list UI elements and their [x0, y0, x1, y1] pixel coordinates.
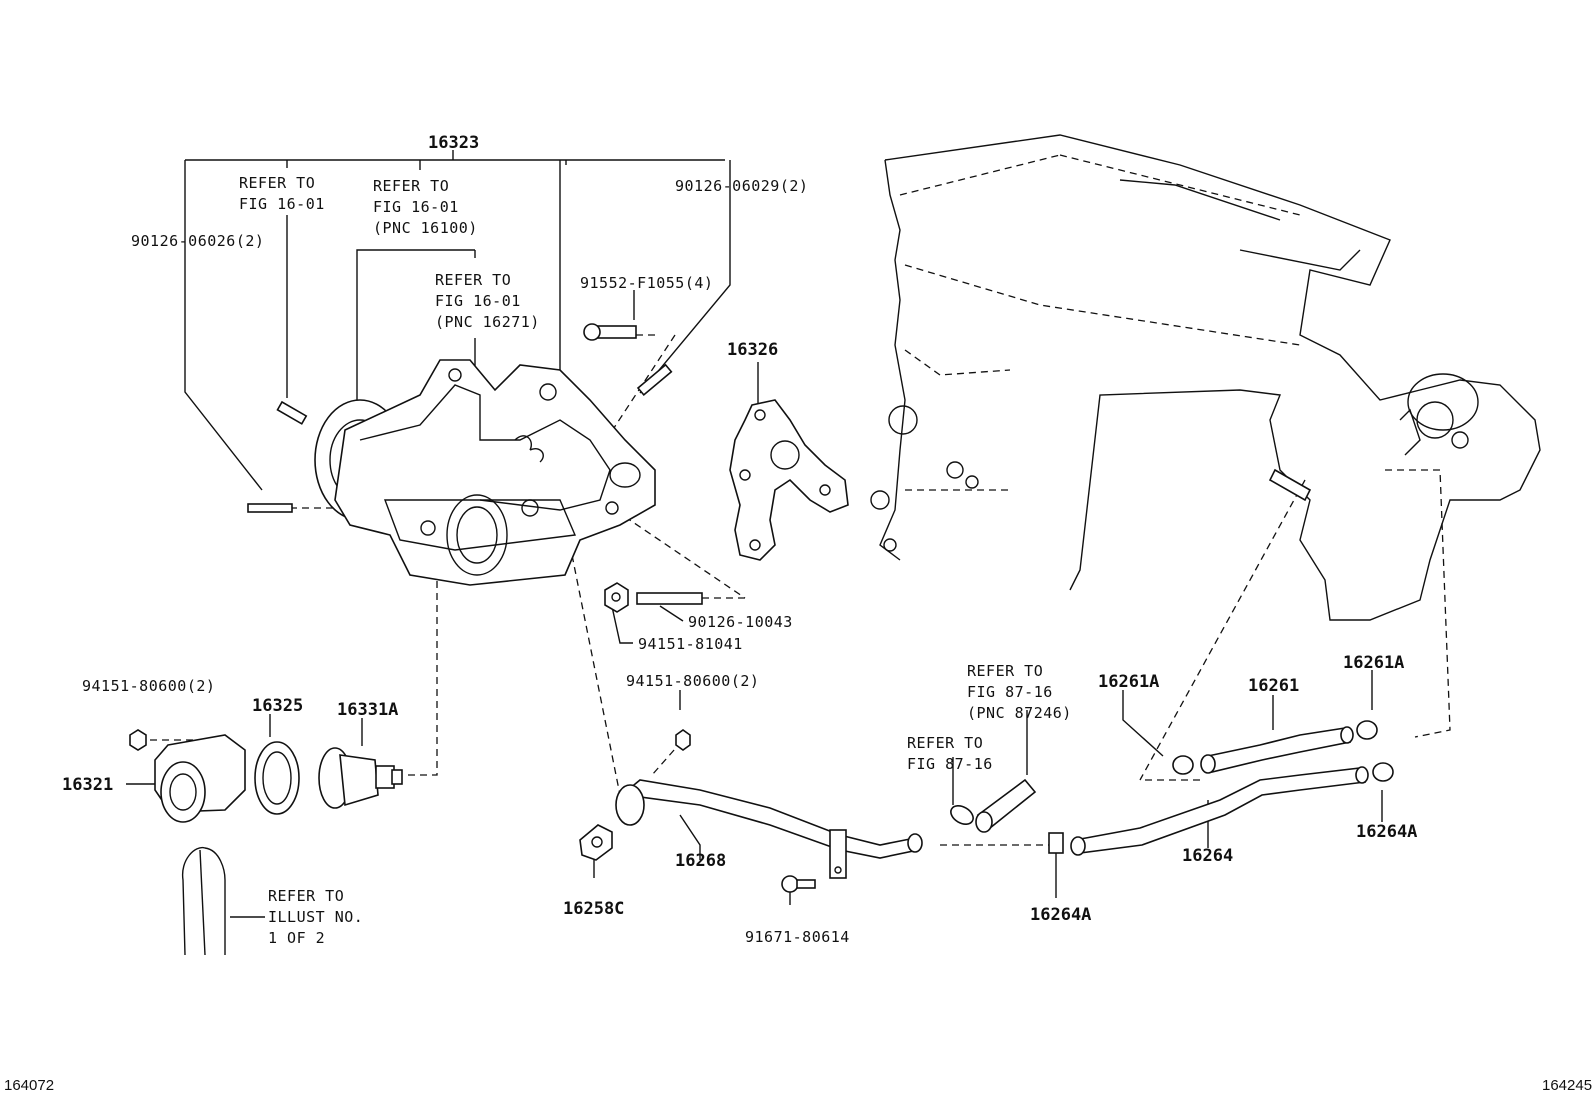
bolts-upper — [247, 323, 673, 513]
label-16264: 16264 — [1182, 846, 1233, 866]
label-refer-b-1: REFER TO — [373, 177, 449, 195]
thermostat-16331A — [318, 747, 403, 809]
gasket-16325 — [254, 741, 300, 815]
pipe-16268 — [615, 729, 923, 879]
hose-16264 — [1070, 766, 1369, 856]
label-16261: 16261 — [1248, 676, 1299, 696]
clamp-fig87 — [950, 805, 974, 825]
label-90126-10043: 90126-10043 — [688, 613, 793, 631]
water-inlet-16321 — [129, 729, 246, 823]
hose-87246 — [975, 778, 1037, 833]
label-refer-d-3: (PNC 87246) — [967, 704, 1072, 722]
label-94151-80600-mid: 94151-80600(2) — [626, 672, 759, 690]
engine-block — [870, 134, 1541, 621]
label-16264A-bottom: 16264A — [1030, 905, 1091, 925]
footer-codes: 164072 164245 — [4, 1077, 1592, 1094]
hose-16261 — [1200, 726, 1354, 774]
label-refer-b-3: (PNC 16100) — [373, 219, 478, 237]
label-refer-illust-1: REFER TO — [268, 887, 344, 905]
label-16258C: 16258C — [563, 899, 624, 919]
stud-and-nut — [604, 582, 703, 613]
gasket-16326 — [729, 399, 849, 561]
label-94151-80600-left: 94151-80600(2) — [82, 677, 215, 695]
label-refer-b-2: FIG 16-01 — [373, 198, 459, 216]
leader-lines — [126, 215, 1383, 918]
label-94151-81041: 94151-81041 — [638, 635, 743, 653]
label-refer-d-2: FIG 87-16 — [967, 683, 1053, 701]
label-16321: 16321 — [62, 775, 113, 795]
bolt-91671 — [781, 875, 816, 893]
label-refer-d-1: REFER TO — [967, 662, 1043, 680]
label-16323: 16323 — [428, 133, 479, 153]
label-16268: 16268 — [675, 851, 726, 871]
footer-left-code: 164072 — [4, 1077, 54, 1094]
label-91671-80614: 91671-80614 — [745, 928, 850, 946]
label-16261A-right: 16261A — [1343, 653, 1404, 673]
label-90126-06026: 90126-06026(2) — [131, 232, 264, 250]
water-pump-assembly — [314, 359, 656, 586]
label-refer-e-1: REFER TO — [907, 734, 983, 752]
gasket-16258C — [579, 824, 613, 861]
footer-right-code: 164245 — [1542, 1077, 1592, 1094]
label-16261A-left: 16261A — [1098, 672, 1159, 692]
label-refer-e-2: FIG 87-16 — [907, 755, 993, 773]
label-refer-c-3: (PNC 16271) — [435, 313, 540, 331]
label-refer-a-2: FIG 16-01 — [239, 195, 325, 213]
label-16325: 16325 — [252, 696, 303, 716]
label-90126-06029: 90126-06029(2) — [675, 177, 808, 195]
clamps-16264A — [1048, 762, 1394, 854]
label-refer-c-2: FIG 16-01 — [435, 292, 521, 310]
hose-lower-left — [181, 846, 226, 956]
labels: 16323 REFER TO FIG 16-01 REFER TO FIG 16… — [62, 133, 1417, 947]
label-refer-c-1: REFER TO — [435, 271, 511, 289]
label-refer-a-1: REFER TO — [239, 174, 315, 192]
clamps-16261A — [1172, 720, 1378, 775]
bracket-16323 — [184, 150, 731, 491]
label-refer-illust-3: 1 OF 2 — [268, 929, 325, 947]
label-16331A: 16331A — [337, 700, 398, 720]
label-16326: 16326 — [727, 340, 778, 360]
label-91552: 91552-F1055(4) — [580, 274, 713, 292]
label-refer-illust-2: ILLUST NO. — [268, 908, 363, 926]
label-16264A-right: 16264A — [1356, 822, 1417, 842]
